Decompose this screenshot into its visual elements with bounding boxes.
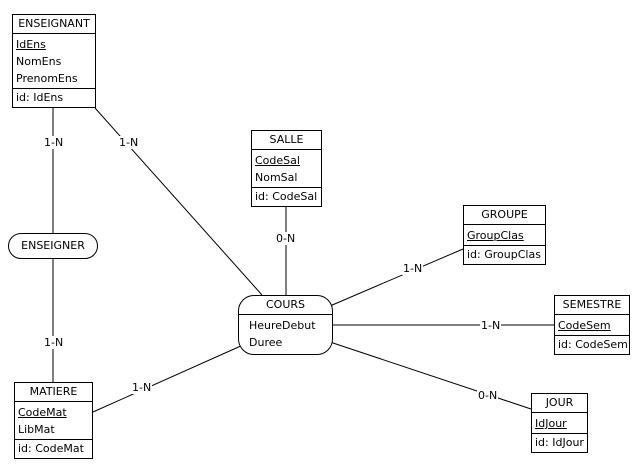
cardinality-jour-cours: 0-N: [477, 389, 499, 402]
cardinality-groupe-cours: 1-N: [402, 262, 424, 275]
entity-identifier: id: CodeSal: [255, 190, 318, 203]
cardinality-salle-cours: 0-N: [275, 232, 297, 245]
entity-identifier: id: CodeMat: [18, 442, 84, 455]
entity-attributes: CodeSal NomSal: [252, 150, 321, 188]
primary-key-attribute: CodeSem: [558, 319, 611, 332]
entity-attributes: CodeMat LibMat: [15, 402, 92, 440]
primary-key-attribute: CodeMat: [18, 406, 67, 419]
entity-attributes: GroupClas: [464, 225, 545, 246]
link-groupe-cours: [329, 248, 464, 307]
primary-key-attribute: IdEns: [16, 38, 46, 51]
entity-identifier: id: CodeSem: [558, 338, 628, 351]
entity-semestre: SEMESTRE CodeSem id: CodeSem: [554, 295, 630, 355]
entity-identifier: id: GroupClas: [467, 248, 541, 261]
entity-title: JOUR: [532, 394, 587, 413]
link-jour-cours: [329, 341, 532, 410]
attribute: LibMat: [18, 423, 55, 436]
entity-jour: JOUR IdJour id: IdJour: [531, 393, 588, 453]
link-matiere-cours: [92, 344, 244, 413]
entity-attributes: IdJour: [532, 413, 587, 434]
entity-identifier: id: IdJour: [535, 436, 584, 449]
entity-attributes: IdEns NomEns PrenomEns: [13, 34, 95, 89]
cardinality-enseignant-enseigner: 1-N: [43, 136, 65, 149]
association-cours: COURS HeureDebut Duree: [238, 295, 333, 355]
attribute: PrenomEns: [16, 72, 78, 85]
association-enseigner: ENSEIGNER: [8, 233, 98, 259]
entity-title: MATIERE: [15, 383, 92, 402]
primary-key-attribute: IdJour: [535, 417, 567, 430]
entity-groupe: GROUPE GroupClas id: GroupClas: [463, 205, 546, 265]
entity-identifier: id: IdEns: [16, 91, 64, 104]
cardinality-enseignant-cours: 1-N: [118, 136, 140, 149]
association-title: COURS: [239, 296, 332, 315]
entity-attributes: CodeSem: [555, 315, 629, 336]
entity-enseignant: ENSEIGNANT IdEns NomEns PrenomEns id: Id…: [12, 14, 96, 108]
attribute: NomSal: [255, 171, 298, 184]
attribute: NomEns: [16, 55, 62, 68]
entity-title: SEMESTRE: [555, 296, 629, 315]
primary-key-attribute: GroupClas: [467, 229, 524, 242]
attribute: HeureDebut: [249, 319, 316, 332]
entity-salle: SALLE CodeSal NomSal id: CodeSal: [251, 130, 322, 207]
cardinality-semestre-cours: 1-N: [480, 319, 502, 332]
association-attributes: HeureDebut Duree: [239, 315, 332, 353]
primary-key-attribute: CodeSal: [255, 154, 300, 167]
entity-matiere: MATIERE CodeMat LibMat id: CodeMat: [14, 382, 93, 459]
entity-title: ENSEIGNANT: [13, 15, 95, 34]
entity-title: SALLE: [252, 131, 321, 150]
attribute: Duree: [249, 336, 283, 349]
association-title: ENSEIGNER: [21, 239, 85, 252]
cardinality-matiere-cours: 1-N: [131, 381, 153, 394]
cardinality-matiere-enseigner: 1-N: [43, 336, 65, 349]
entity-title: GROUPE: [464, 206, 545, 225]
